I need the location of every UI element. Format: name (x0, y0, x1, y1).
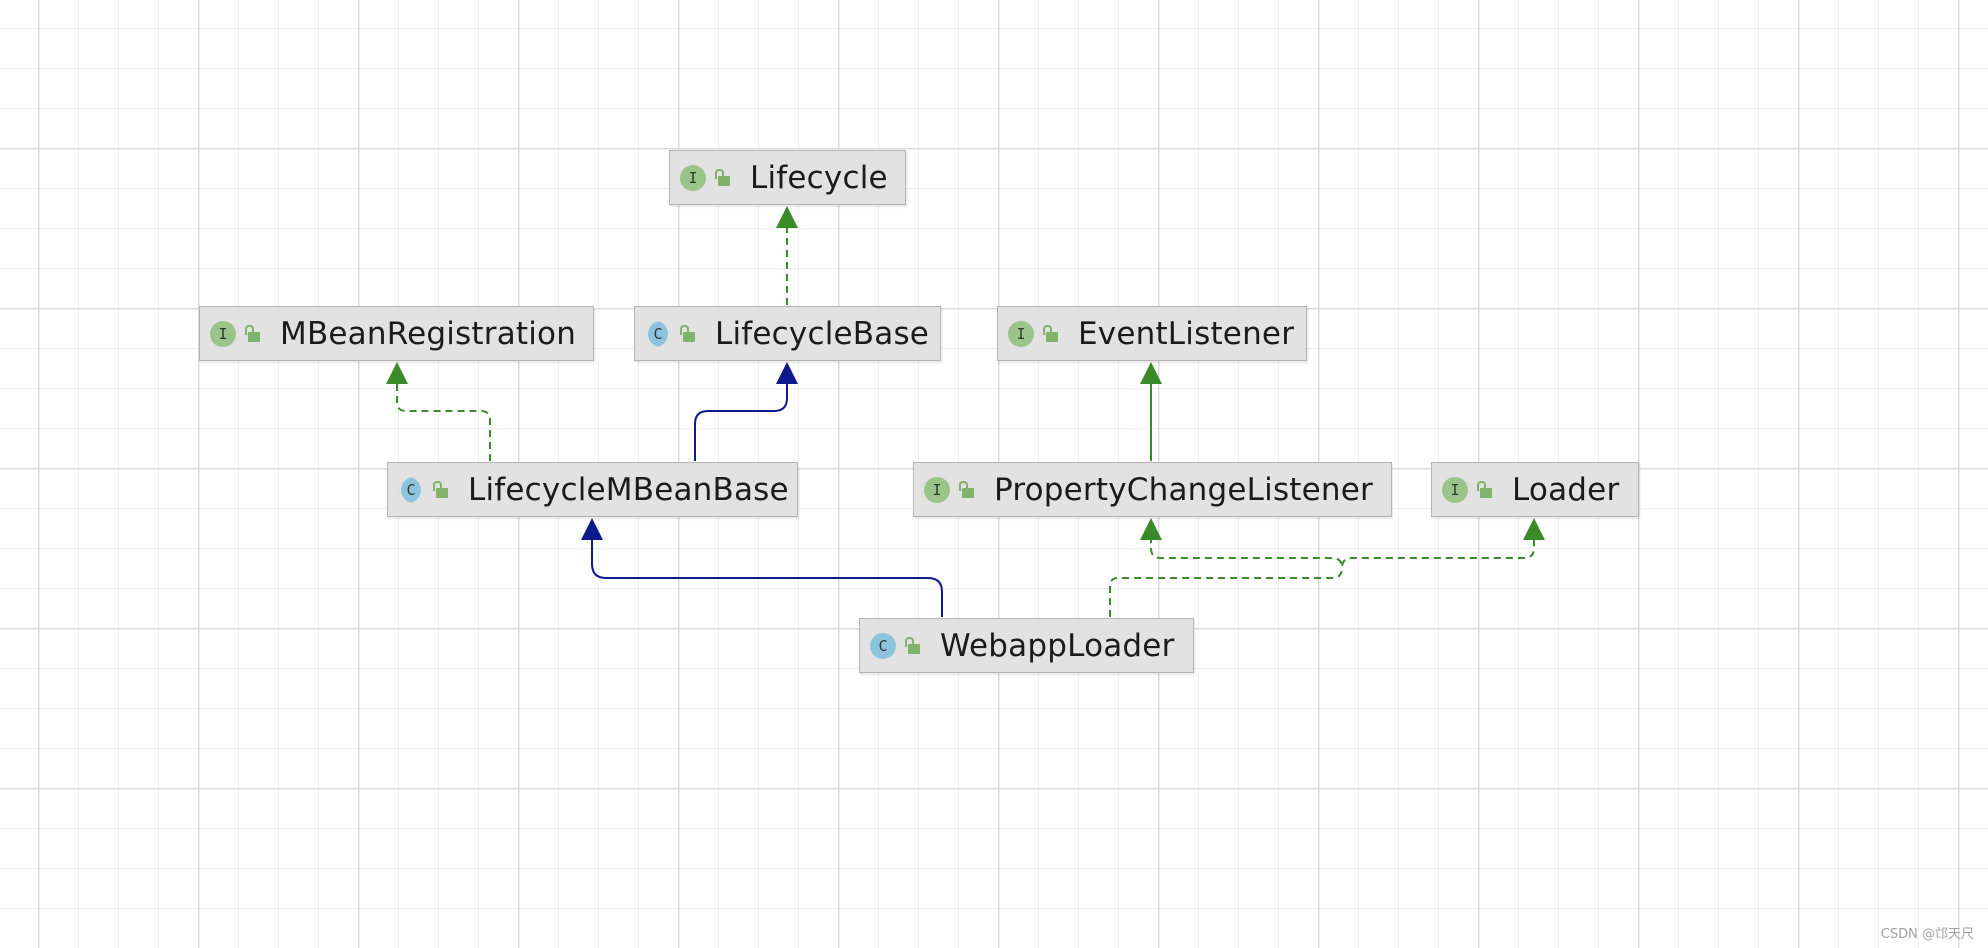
edge-webapploader-extends-lifecyclembeanbase (581, 518, 943, 617)
arrowhead-icon (386, 362, 408, 384)
public-visibility-icon (714, 168, 732, 188)
public-visibility-icon (679, 324, 697, 344)
interface-icon: I (210, 320, 236, 347)
arrowhead-icon (776, 362, 798, 384)
arrowhead-icon (1140, 362, 1162, 384)
node-mbeanregistration[interactable]: I MBeanRegistration (199, 306, 594, 361)
arrowhead-icon (1523, 518, 1545, 540)
watermark: CSDN @邙天尺 (1880, 927, 1974, 942)
interface-icon: I (680, 164, 706, 191)
node-label: MBeanRegistration (280, 315, 577, 352)
node-label: PropertyChangeListener (994, 471, 1373, 508)
edge-lifecyclebase-implements-lifecycle (776, 206, 798, 305)
node-label: LifecycleMBeanBase (468, 471, 789, 508)
arrowhead-icon (1140, 518, 1162, 540)
node-eventlistener[interactable]: I EventListener (997, 306, 1307, 361)
edge-webapploader-implements-propertychangelistener-loader (1109, 518, 1545, 617)
node-label: EventListener (1078, 315, 1295, 352)
edge-lifecyclembeanbase-implements-mbeanregistration (386, 362, 491, 461)
abstract-class-icon: C (645, 320, 671, 347)
arrowhead-icon (776, 206, 798, 228)
node-label: Lifecycle (750, 159, 888, 196)
node-lifecyclebase[interactable]: C LifecycleBase (634, 306, 941, 361)
arrowhead-icon (581, 518, 603, 540)
public-visibility-icon (904, 636, 922, 656)
public-visibility-icon (1042, 324, 1060, 344)
node-lifecyclembeanbase[interactable]: C LifecycleMBeanBase (387, 462, 798, 517)
node-propertychangelistener[interactable]: I PropertyChangeListener (913, 462, 1392, 517)
edge-propertychangelistener-extends-eventlistener (1140, 362, 1162, 461)
public-visibility-icon (1476, 480, 1494, 500)
class-icon: C (870, 632, 896, 659)
edge-lifecyclembeanbase-extends-lifecyclebase (694, 362, 798, 461)
node-webapploader[interactable]: C WebappLoader (859, 618, 1194, 673)
public-visibility-icon (958, 480, 976, 500)
node-label: Loader (1512, 471, 1620, 508)
public-visibility-icon (244, 324, 262, 344)
interface-icon: I (924, 476, 950, 503)
abstract-class-icon: C (398, 476, 424, 503)
node-loader[interactable]: I Loader (1431, 462, 1639, 517)
interface-icon: I (1008, 320, 1034, 347)
interface-icon: I (1442, 476, 1468, 503)
node-label: WebappLoader (940, 627, 1175, 664)
public-visibility-icon (432, 480, 450, 500)
node-lifecycle[interactable]: I Lifecycle (669, 150, 906, 205)
node-label: LifecycleBase (715, 315, 930, 352)
